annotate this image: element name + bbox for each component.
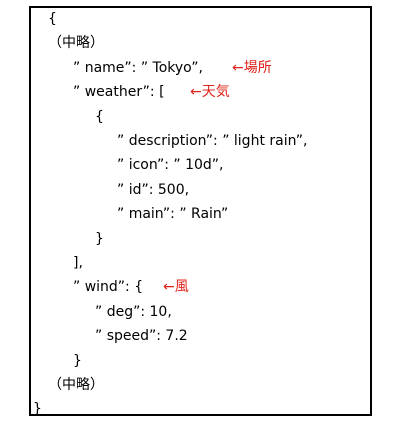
json-code-box xyxy=(29,6,372,416)
code-line: ” deg”: 10, xyxy=(95,303,172,320)
code-line: ” speed”: 7.2 xyxy=(95,328,188,345)
code-line: ” name”: ” Tokyo”, xyxy=(73,59,203,76)
annotation-note: ←天気 xyxy=(190,84,230,101)
code-line: ], xyxy=(73,255,83,271)
code-line: ” id”: 500, xyxy=(117,181,190,198)
code-line: ” main”: ” Rain” xyxy=(117,206,229,223)
code-line: ” icon”: ” 10d”, xyxy=(117,157,224,174)
code-line: ” wind”: { xyxy=(73,279,144,296)
code-line: { xyxy=(48,11,57,27)
code-line: ” description”: ” light rain”, xyxy=(117,133,308,149)
code-line: { xyxy=(95,108,104,125)
code-line: （中略） xyxy=(48,35,104,52)
code-line: } xyxy=(95,230,104,247)
annotation-note: ←風 xyxy=(163,279,189,296)
annotation-note: ←場所 xyxy=(232,59,272,76)
code-line: } xyxy=(33,401,42,418)
code-line: ” weather”: [ xyxy=(73,84,165,101)
code-line: （中略） xyxy=(48,377,104,393)
code-line: } xyxy=(73,352,82,369)
